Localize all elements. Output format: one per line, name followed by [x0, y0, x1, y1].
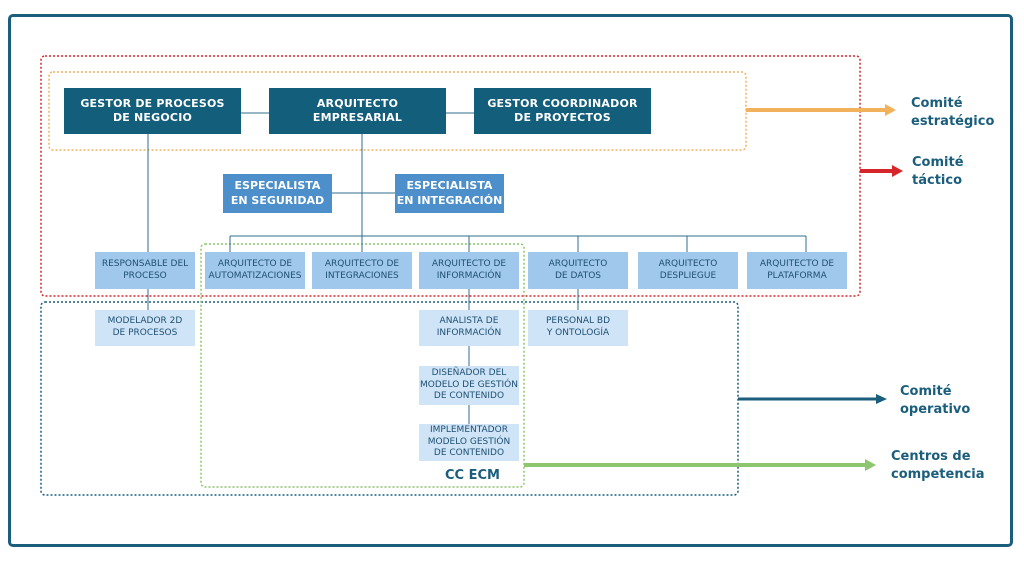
modelador-box: MODELADOR 2D DE PROCESOS — [95, 310, 195, 346]
arrow-tactico — [860, 165, 903, 177]
operativo-border — [40, 301, 739, 496]
comite-operativo-label: Comité operativo — [900, 384, 971, 417]
gestor-procesos-box: GESTOR DE PROCESOS DE NEGOCIO — [64, 88, 241, 134]
implementador-box: IMPLEMENTADOR MODELO GESTIÓN DE CONTENID… — [419, 424, 519, 461]
comite-estrategico-label: Comité estratégico — [911, 96, 995, 129]
disenador-box: DISEÑADOR DEL MODELO DE GESTIÓN DE CONTE… — [419, 366, 519, 405]
responsable-proceso-box: RESPONSABLE DEL PROCESO — [95, 252, 195, 289]
arq-plataforma-box: ARQUITECTO DE PLATAFORMA — [747, 252, 847, 289]
arq-integraciones-box: ARQUITECTO DE INTEGRACIONES — [312, 252, 412, 289]
arq-automatizaciones-box: ARQUITECTO DE AUTOMATIZACIONES — [205, 252, 305, 289]
arrow-competencia — [524, 459, 876, 471]
outer-frame — [8, 14, 1013, 547]
arq-datos-box: ARQUITECTO DE DATOS — [528, 252, 628, 289]
arq-informacion-box: ARQUITECTO DE INFORMACIÓN — [419, 252, 519, 289]
tactico-border — [40, 55, 861, 297]
gestor-coordinador-box: GESTOR COORDINADOR DE PROYECTOS — [474, 88, 651, 134]
comite-tactico-label: Comité táctico — [912, 155, 964, 188]
connector-lines — [147, 112, 807, 424]
centros-competencia-label: Centros de competencia — [891, 449, 985, 482]
especialista-seguridad-box: ESPECIALISTA EN SEGURIDAD — [223, 174, 332, 213]
especialista-integracion-box: ESPECIALISTA EN INTEGRACIÓN — [395, 174, 504, 213]
arrow-operativo — [738, 394, 887, 404]
analista-box: ANALISTA DE INFORMACIÓN — [419, 310, 519, 346]
arrow-estrategico — [746, 104, 896, 116]
estrategico-border — [48, 71, 747, 151]
arq-despliegue-box: ARQUITECTO DESPLIEGUE — [638, 252, 738, 289]
personal-bd-box: PERSONAL BD Y ONTOLOGÍA — [528, 310, 628, 346]
cc-ecm-label: CC ECM — [445, 468, 500, 483]
arquitecto-empresarial-box: ARQUITECTO EMPRESARIAL — [269, 88, 446, 134]
